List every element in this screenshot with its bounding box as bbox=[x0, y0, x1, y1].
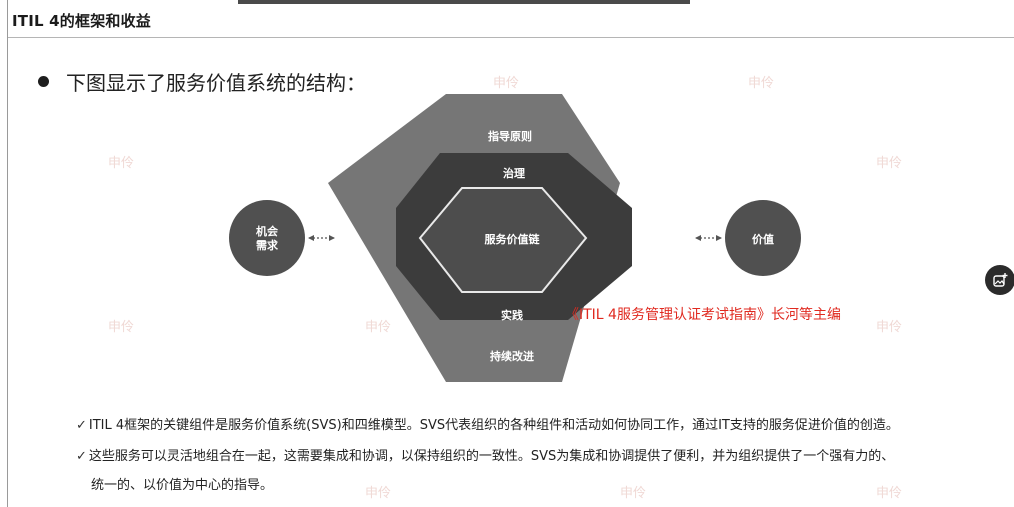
add-image-button[interactable] bbox=[985, 265, 1014, 295]
left-border bbox=[7, 0, 8, 507]
input-label-line2: 需求 bbox=[256, 238, 279, 252]
page-title: ITIL 4的框架和收益 bbox=[12, 12, 152, 30]
output-arrow-icon bbox=[716, 235, 722, 241]
watermark: 申伶 bbox=[876, 486, 903, 501]
input-label-line1: 机会 bbox=[256, 224, 279, 238]
source-annotation: 《ITIL 4服务管理认证考试指南》长河等主编 bbox=[565, 307, 841, 323]
input-circle bbox=[229, 200, 305, 276]
governance-label: 治理 bbox=[503, 166, 525, 180]
watermark: 申伶 bbox=[493, 76, 520, 91]
watermark: 申伶 bbox=[876, 320, 903, 335]
input-arrow-icon bbox=[329, 235, 335, 241]
add-image-icon bbox=[993, 273, 1008, 287]
watermark: 申伶 bbox=[365, 320, 392, 335]
improvement-label: 持续改进 bbox=[490, 349, 534, 363]
bullet-icon bbox=[38, 76, 49, 87]
output-arrow-icon bbox=[695, 235, 701, 241]
check-text: ITIL 4框架的关键组件是服务价值系统(SVS)和四维模型。SVS代表组织的各… bbox=[88, 418, 899, 433]
output-label: 价值 bbox=[752, 232, 774, 246]
check-icon: ✓ bbox=[76, 418, 87, 433]
check-text-continuation: 统一的、以价值为中心的指导。 bbox=[91, 478, 274, 493]
watermark: 申伶 bbox=[365, 486, 392, 501]
value-chain-hexagon bbox=[418, 187, 588, 293]
practices-label: 实践 bbox=[501, 308, 523, 322]
top-strip bbox=[238, 0, 690, 4]
title-divider bbox=[8, 37, 1014, 38]
check-item: ✓这些服务可以灵活地组合在一起，这需要集成和协调，以保持组织的一致性。SVS为集… bbox=[76, 445, 894, 464]
guiding-principles-label: 指导原则 bbox=[488, 129, 532, 143]
bullet-text: 下图显示了服务价值系统的结构： bbox=[66, 71, 366, 95]
input-arrow-icon bbox=[308, 235, 314, 241]
watermark: 申伶 bbox=[108, 320, 135, 335]
value-chain-label: 服务价值链 bbox=[485, 232, 541, 246]
check-icon: ✓ bbox=[76, 449, 87, 464]
check-text: 这些服务可以灵活地组合在一起，这需要集成和协调，以保持组织的一致性。SVS为集成… bbox=[88, 449, 895, 464]
watermark: 申伶 bbox=[108, 156, 135, 171]
check-item: ✓ITIL 4框架的关键组件是服务价值系统(SVS)和四维模型。SVS代表组织的… bbox=[76, 414, 899, 433]
watermark: 申伶 bbox=[620, 486, 647, 501]
watermark: 申伶 bbox=[876, 156, 903, 171]
output-circle bbox=[725, 200, 801, 276]
watermark: 申伶 bbox=[748, 76, 775, 91]
